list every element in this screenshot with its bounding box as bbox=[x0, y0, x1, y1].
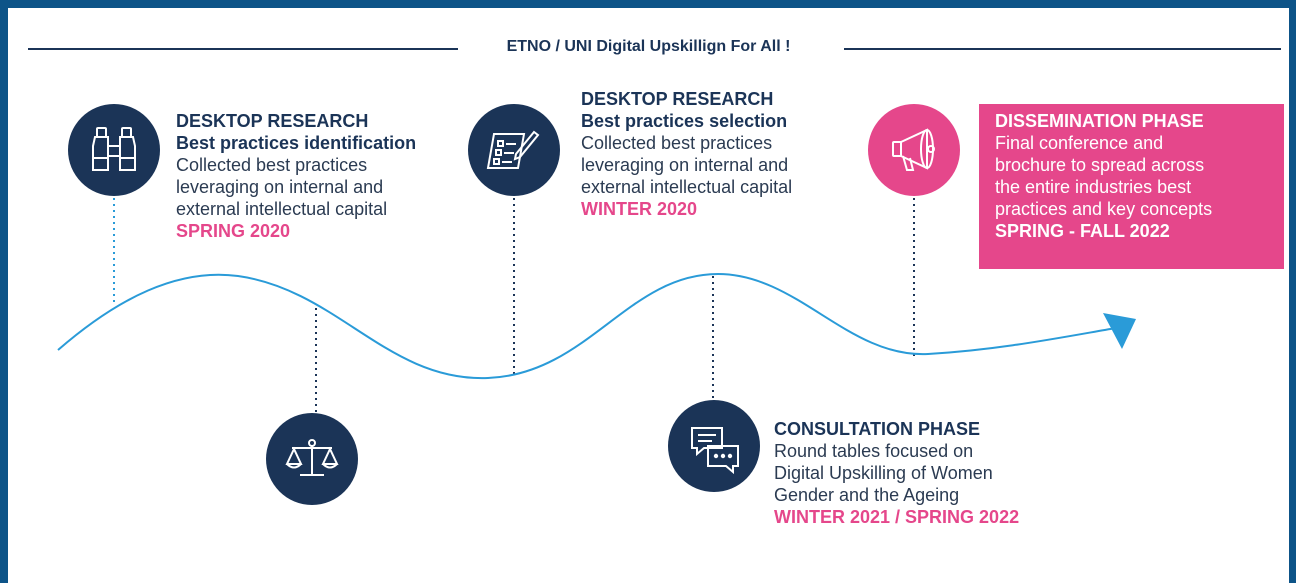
stage-4-date: WINTER 2021 / SPRING 2022 bbox=[774, 507, 1020, 527]
stage-1-heading: DESKTOP RESEARCH bbox=[176, 111, 369, 131]
timeline-wave bbox=[57, 272, 1117, 380]
title-rule-left bbox=[28, 48, 458, 50]
stage-3-line-2: leveraging on internal and bbox=[581, 155, 789, 175]
stage-3-line-3: external intellectual capital bbox=[581, 177, 793, 197]
stage-3-icon-circle bbox=[468, 104, 560, 196]
chat-bubbles-icon bbox=[691, 427, 739, 475]
timeline-curve-layer bbox=[57, 198, 1136, 418]
stage-3-line-1: Collected best practices bbox=[581, 133, 773, 153]
stage-1-line-2: leveraging on internal and bbox=[176, 177, 384, 197]
stage-4-heading: CONSULTATION PHASE bbox=[774, 419, 980, 439]
infographic-title: ETNO / UNI Digital Upskillign For All ! bbox=[8, 38, 1289, 56]
stage-4-text: CONSULTATION PHASE Round tables focused … bbox=[774, 418, 1019, 528]
stage-4-icon-circle bbox=[668, 400, 760, 492]
megaphone-icon bbox=[892, 128, 935, 171]
stage-5-line-3: the entire industries best bbox=[995, 177, 1192, 197]
stage-5-line-1: Final conference and bbox=[995, 133, 1164, 153]
arrow-head-icon bbox=[1103, 313, 1136, 349]
stage-3-subheading: Best practices selection bbox=[581, 111, 788, 131]
stage-1-date: SPRING 2020 bbox=[176, 221, 291, 241]
title-rule-right bbox=[844, 48, 1281, 50]
stage-1-subheading: Best practices identification bbox=[176, 133, 417, 153]
timeline-infographic: ETNO / UNI Digital Upskillign For All ! … bbox=[8, 8, 1289, 583]
checklist-pen-icon bbox=[486, 130, 540, 169]
stage-5-heading: DISSEMINATION PHASE bbox=[995, 111, 1204, 131]
stage-3-heading: DESKTOP RESEARCH bbox=[581, 89, 774, 109]
stage-5-text: DISSEMINATION PHASE Final conference and… bbox=[995, 110, 1212, 242]
stage-5-icon-circle bbox=[868, 104, 960, 196]
stage-1-text: DESKTOP RESEARCH Best practices identifi… bbox=[176, 110, 416, 242]
stage-4-line-2: Digital Upskilling of Women bbox=[774, 463, 993, 483]
stage-4-line-1: Round tables focused on bbox=[774, 441, 974, 461]
stage-4-line-3: Gender and the Ageing bbox=[774, 485, 960, 505]
stage-3-text: DESKTOP RESEARCH Best practices selectio… bbox=[581, 88, 792, 220]
stage-3-date: WINTER 2020 bbox=[581, 199, 698, 219]
stage-2-icon-circle bbox=[266, 413, 358, 505]
dissemination-box: DISSEMINATION PHASE Final conference and… bbox=[979, 104, 1284, 269]
binoculars-icon bbox=[92, 127, 136, 171]
stage-1-icon-circle bbox=[68, 104, 160, 196]
stage-5-line-4: practices and key concepts bbox=[995, 199, 1213, 219]
stage-1-line-3: external intellectual capital bbox=[176, 199, 388, 219]
stage-5-line-2: brochure to spread across bbox=[995, 155, 1205, 175]
scales-icon bbox=[285, 439, 339, 476]
stage-1-line-1: Collected best practices bbox=[176, 155, 368, 175]
stage-5-date: SPRING - FALL 2022 bbox=[995, 221, 1170, 241]
